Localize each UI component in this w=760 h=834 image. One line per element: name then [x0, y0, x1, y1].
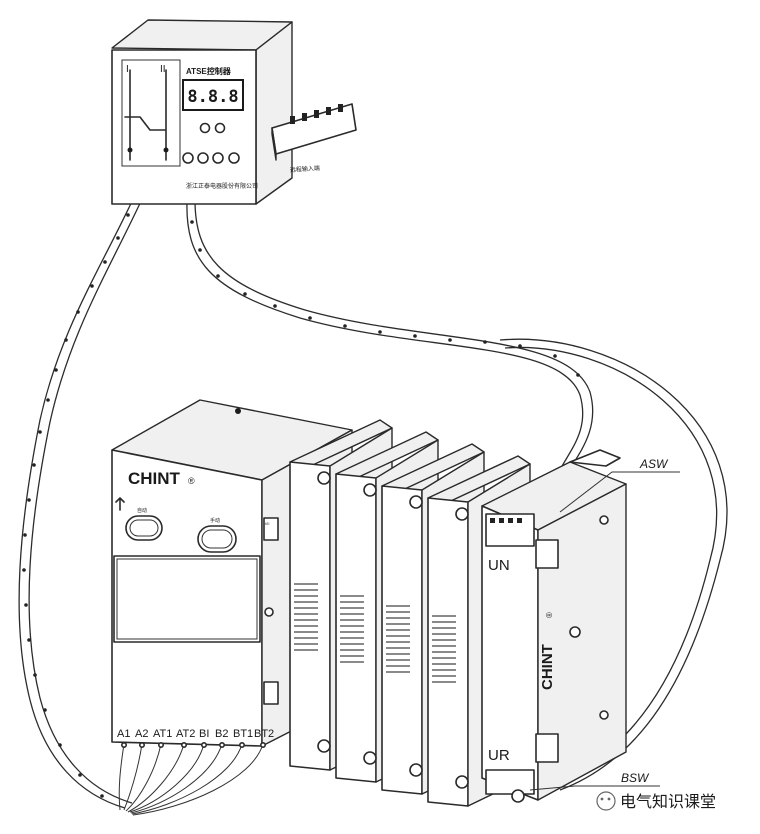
terminal-bt1: BT1 [233, 728, 253, 740]
switch-brand: CHINT [128, 469, 181, 488]
asw-callout: ASW [559, 457, 680, 513]
atse-controller: I II ATSE控制器 8.8.8 浙江正泰电器股份有限公司 远程输入端 [111, 19, 357, 205]
watermark-text: 电气知识课堂 [620, 793, 716, 811]
mark-one: I [126, 64, 129, 75]
terminal-bt2: BT2 [254, 728, 274, 740]
manufacturer-label: 浙江正泰电器股份有限公司 [186, 182, 258, 190]
controller-title: ATSE控制器 [186, 66, 232, 76]
switch-registered-mark: ® [188, 476, 195, 486]
asw-label: ASW [639, 457, 669, 471]
terminal-block: A1 A2 AT1 AT2 BI B2 BT1 BT2 [117, 728, 274, 748]
manual-button-label: 手动 [210, 517, 220, 524]
terminal-at2: AT2 [176, 728, 195, 740]
auto-button[interactable] [125, 515, 163, 541]
terminal-a2: A2 [135, 728, 148, 740]
nameplate-window [113, 555, 261, 643]
atse-switch: CHINT ® 自动 手动 I/II A1 A2 AT1 AT2 BI [111, 399, 680, 807]
cables [18, 194, 728, 816]
position-indicator-label: I/II [265, 521, 269, 526]
watermark: 电气知识课堂 [596, 791, 716, 811]
terminal-at1: AT1 [153, 728, 172, 740]
aux-bottom-label: UR [488, 747, 510, 764]
manual-button[interactable] [197, 525, 237, 553]
terminal-bi: BI [199, 728, 209, 740]
aux-brand: CHINT [539, 644, 556, 690]
controller-buttons[interactable] [182, 122, 240, 164]
remote-input-label: 远程输入端 [290, 164, 321, 174]
left-cable [18, 194, 136, 809]
bsw-callout: BSW [529, 771, 660, 791]
position-indicator [263, 517, 279, 541]
bsw-label: BSW [621, 771, 650, 785]
mark-two: II [160, 64, 166, 75]
aux-registered-mark: ® [545, 612, 554, 618]
right-cable [186, 199, 584, 471]
terminal-a1: A1 [117, 728, 130, 740]
led-readout: 8.8.8 [187, 87, 238, 107]
led-display [182, 79, 244, 111]
aux-top-label: UN [488, 557, 510, 574]
bsw-cable [499, 338, 728, 791]
terminal-b2: B2 [215, 728, 228, 740]
auto-button-label: 自动 [137, 507, 147, 514]
aux-module: UN UR CHINT ® [481, 449, 627, 803]
transfer-indicator [121, 59, 181, 167]
remote-input-connector: 远程输入端 [271, 103, 357, 174]
